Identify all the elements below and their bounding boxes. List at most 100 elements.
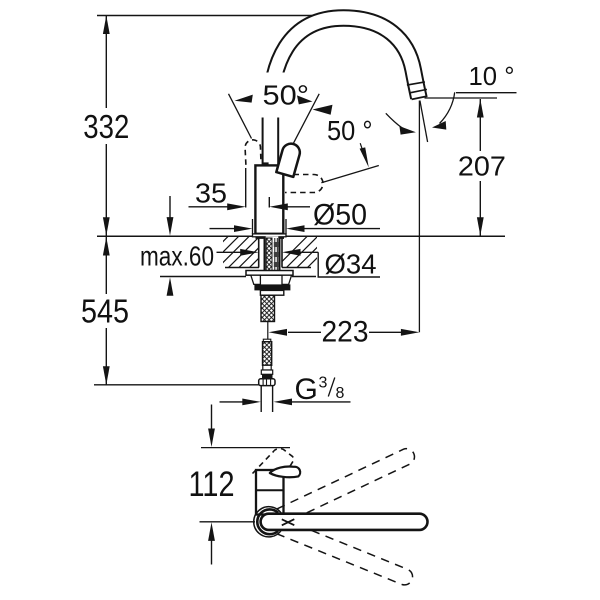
arrow-332-top	[102, 15, 110, 34]
arrow-50first-left	[234, 94, 253, 103]
dim-label-max60: max.60	[140, 241, 214, 272]
dim-label-50-first: 50°	[263, 80, 310, 111]
mounting-washer-rect-2	[245, 269, 294, 276]
hose-adapter	[259, 289, 285, 296]
dim-112	[208, 404, 215, 565]
arrow-207-top	[476, 99, 484, 118]
mounting-shank-rect-8	[273, 262, 279, 267]
mounting-washer	[245, 269, 294, 286]
arrow-10-right	[432, 121, 447, 130]
g38-denominator: 8	[336, 385, 345, 402]
outlet-axis-tilted	[419, 100, 429, 143]
dim-label-35: 35	[195, 178, 227, 209]
arrow-max60-bottom	[166, 277, 174, 296]
arrow-223-right	[400, 328, 420, 336]
arrow-332-bottom	[102, 217, 110, 236]
arrow-545-top	[102, 237, 110, 256]
spout-tube-path-2	[263, 11, 426, 166]
handle-down-dashed-path-1	[284, 173, 324, 194]
arrow-223-left	[268, 328, 287, 336]
arrow-50second-lower	[359, 147, 369, 168]
dim-332	[102, 15, 110, 236]
dim-o50	[209, 225, 380, 232]
dim-label-332: 332	[83, 108, 129, 145]
arrow-o50-left	[234, 225, 253, 232]
hose-braid-lower	[261, 341, 273, 367]
swivel-outer-circle	[252, 505, 283, 538]
swivel-ring	[255, 508, 279, 536]
swing-cross-mark-line-2	[281, 518, 295, 526]
arrow-207-bottom	[476, 217, 484, 236]
counter-hatch-left-line-1	[223, 236, 230, 243]
dim-label-207: 207	[458, 151, 506, 182]
hose-collar	[262, 374, 273, 379]
handle-up-dashed-path-1	[244, 139, 262, 165]
top-view: 112	[189, 404, 429, 586]
hose-braid-upper	[260, 294, 276, 323]
dim-o34-polyline-3	[317, 252, 380, 278]
dim-545	[102, 237, 110, 385]
arrow-35-left	[227, 203, 246, 211]
counter-hatch-left-line-6	[248, 257, 259, 268]
handle-down-dashed	[284, 173, 324, 194]
arrow-o34-right	[282, 248, 301, 256]
handle-solid	[275, 142, 302, 179]
flex-hose	[257, 294, 276, 412]
angle-arc-10-right	[439, 92, 456, 124]
aerator-face	[411, 95, 428, 101]
dim-g38	[219, 398, 351, 406]
label-mask-50-first	[252, 72, 290, 118]
arrow-35-right	[269, 203, 288, 211]
aerator-band-1	[406, 81, 426, 86]
arrow-112-top	[208, 428, 215, 447]
swing-cross-mark	[281, 518, 295, 527]
g38-letter: G	[295, 373, 318, 406]
angle-line-up-left	[227, 93, 253, 139]
aerator-band-2	[410, 88, 428, 94]
dim-label-g38: G 3 8	[295, 373, 345, 406]
arrow-g38-left	[242, 398, 261, 406]
g38-slash	[327, 377, 336, 397]
swing-lower	[277, 518, 414, 586]
arrow-50first-right	[297, 95, 313, 105]
dim-o34	[216, 248, 380, 278]
dim-223	[268, 328, 420, 336]
dim-35	[188, 168, 310, 211]
arrow-10-left	[399, 126, 416, 135]
arc-stub-50second	[359, 143, 363, 149]
counter-hatch-right-line-4	[306, 257, 317, 268]
arrow-545-bottom	[102, 366, 110, 385]
arrow-max60-top	[166, 217, 174, 236]
dim-207	[476, 99, 484, 236]
angle-line-down-right	[321, 164, 379, 184]
dim-label-545: 545	[81, 293, 129, 330]
dim-label-112: 112	[189, 465, 235, 504]
arrow-112-bottom	[208, 522, 215, 541]
front-view: 332 545 max.60	[81, 9, 517, 412]
mounting-shank	[263, 236, 281, 285]
arrow-g38-right	[273, 398, 292, 406]
top-lever-pad	[268, 465, 302, 479]
arrow-50second-upper	[312, 104, 333, 115]
dim-label-o34: Ø34	[325, 249, 377, 280]
mounting-nut	[254, 284, 291, 291]
swing-upper	[276, 447, 416, 525]
arrow-o34-left	[240, 248, 259, 256]
hose-ferrule-2	[260, 369, 274, 375]
arrow-o50-right	[286, 225, 305, 232]
handle-up-dashed	[244, 139, 262, 165]
mounting-shank-rect-6	[273, 242, 279, 247]
g38-numerator: 3	[319, 375, 328, 392]
cartridge-tab	[262, 162, 269, 166]
dim-label-223: 223	[322, 316, 369, 349]
counter-hatch-left-line-2	[223, 236, 240, 253]
top-spout-bar	[259, 512, 429, 532]
dim-label-10deg: 10 °	[469, 61, 515, 91]
mounting-shank-rect-7	[273, 252, 279, 257]
dim-label-50-second: 50 °	[327, 115, 373, 146]
hose-ferrule-1	[262, 364, 272, 371]
top-handle-dashed	[251, 447, 295, 475]
spout-swing-dashed	[276, 447, 416, 586]
